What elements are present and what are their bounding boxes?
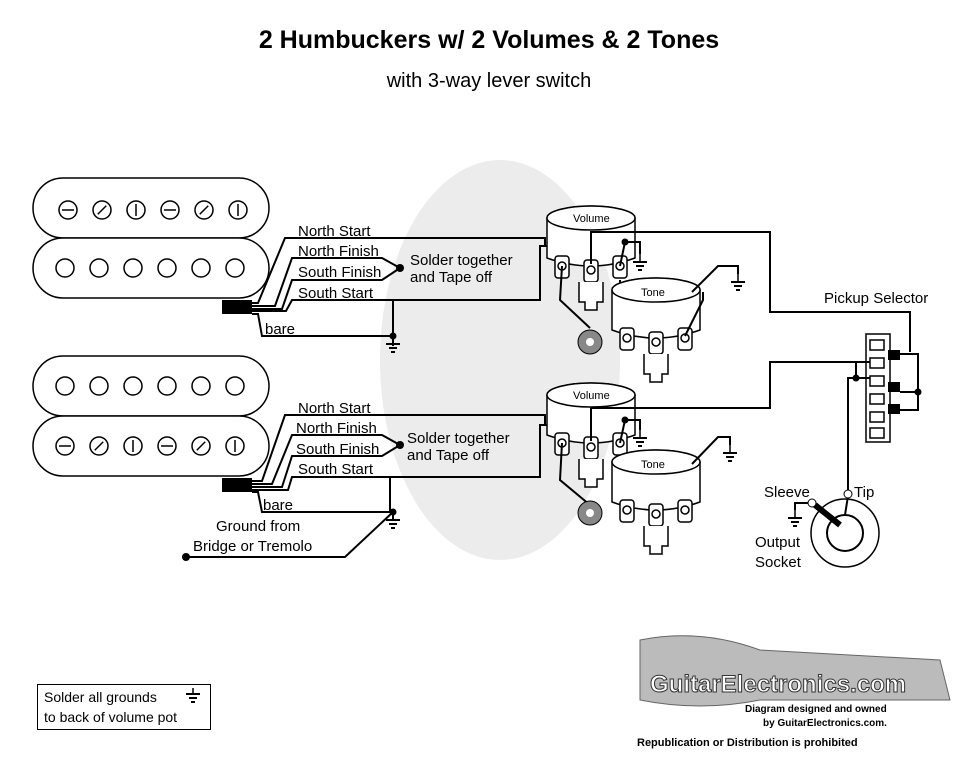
guitar-electronics-logo: GuitarElectronics.com Diagram designed a… (637, 635, 951, 749)
bridge-solder-note-1: Solder together (407, 430, 510, 447)
bridge-south-finish-label: South Finish (296, 441, 379, 458)
bridge-north-finish-label: North Finish (296, 420, 377, 437)
ground-note-line1: Solder all grounds (44, 689, 157, 705)
neck-tone-pot: Tone (611, 277, 701, 383)
bridge-humbucker (32, 355, 270, 492)
sleeve-label: Sleeve (764, 484, 810, 501)
neck-bare-label: bare (265, 321, 295, 338)
ground-note-line2: to back of volume pot (44, 709, 178, 725)
bridge-solder-note-2: and Tape off (407, 447, 490, 464)
ground-symbol-icon (186, 688, 200, 703)
output-jack (807, 489, 880, 568)
diagram-subtitle: with 3-way lever switch (386, 70, 592, 92)
ground-from-label-1: Ground from (216, 518, 300, 535)
bridge-north-start-label: North Start (298, 400, 371, 417)
output-label-1: Output (755, 534, 801, 551)
neck-volume-pot: Volume (546, 205, 636, 311)
neck-north-finish-label: North Finish (298, 243, 379, 260)
logo-brand: GuitarElectronics.com (650, 671, 906, 698)
tip-label: Tip (854, 484, 874, 501)
pickup-selector-label: Pickup Selector (824, 290, 928, 307)
bridge-tone-pot: Tone (611, 449, 701, 555)
output-label-2: Socket (755, 554, 802, 571)
bridge-pickup-wires (186, 414, 560, 558)
ground-note-box: Solder all grounds to back of volume pot (37, 684, 211, 730)
logo-line2: by GuitarElectronics.com. (763, 718, 887, 729)
neck-north-start-label: North Start (298, 223, 371, 240)
bridge-bare-label: bare (263, 497, 293, 514)
bridge-volume-pot: Volume (546, 382, 636, 488)
logo-line1: Diagram designed and owned (745, 704, 887, 715)
neck-solder-note-2: and Tape off (410, 269, 493, 286)
neck-solder-note-1: Solder together (410, 252, 513, 269)
bridge-tone-label: Tone (641, 459, 665, 471)
neck-south-finish-label: South Finish (298, 264, 381, 281)
neck-volume-label: Volume (573, 213, 610, 225)
neck-humbucker (32, 177, 270, 314)
neck-south-start-label: South Start (298, 285, 374, 302)
bridge-volume-label: Volume (573, 390, 610, 402)
neck-tone-label: Tone (641, 287, 665, 299)
bridge-south-start-label: South Start (298, 461, 374, 478)
pickup-selector-switch (865, 333, 900, 443)
diagram-title: 2 Humbuckers w/ 2 Volumes & 2 Tones (258, 26, 720, 54)
ground-from-label-2: Bridge or Tremolo (193, 538, 312, 555)
logo-line3: Republication or Distribution is prohibi… (637, 737, 858, 749)
